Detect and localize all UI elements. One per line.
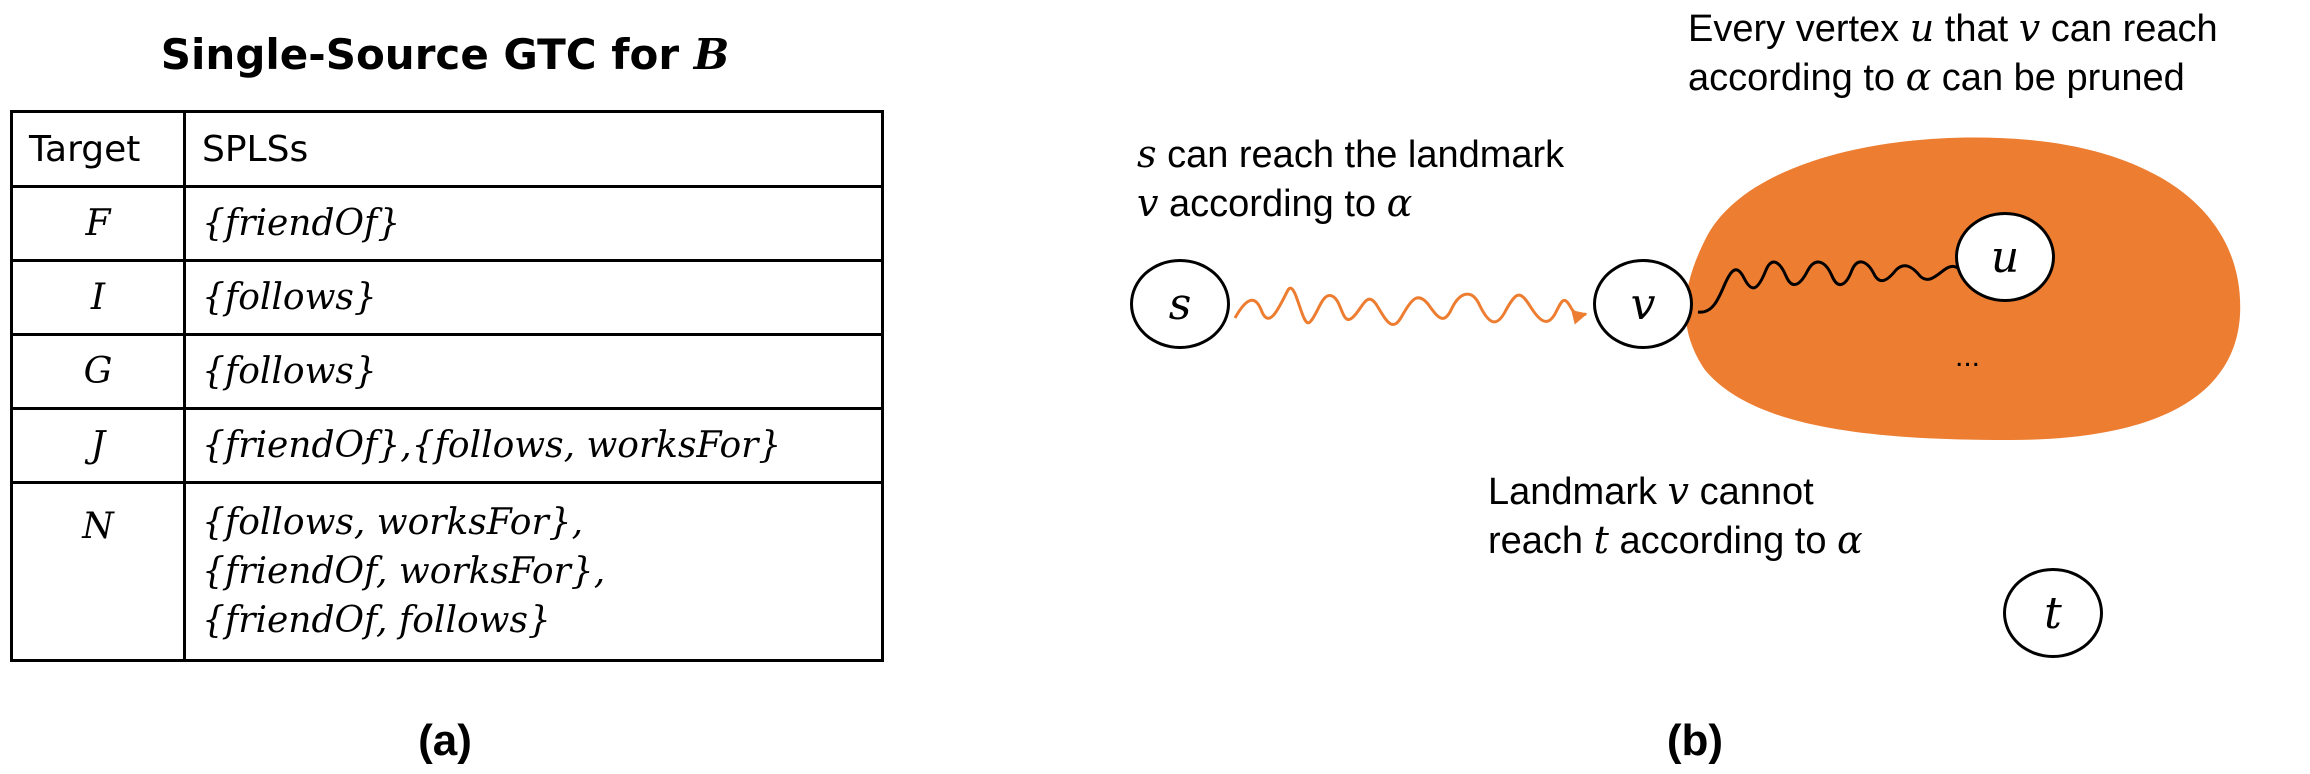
splss-cell: {follows, worksFor}, {friendOf, worksFor… [183, 481, 884, 662]
caption-a: (a) [418, 716, 472, 765]
label-text: Landmark [1488, 471, 1668, 513]
gtc-table: Target SPLSs F {friendOf} I {follows} G … [10, 110, 884, 662]
path-s-to-v [1233, 286, 1588, 326]
pruned-region [1685, 137, 2241, 440]
label-var: v [1667, 469, 1690, 513]
label-var: v [2018, 6, 2041, 50]
label-s-reach: s can reach the landmark v according to … [1137, 130, 1564, 228]
target-cell: J [10, 407, 186, 484]
label-cannot-reach: Landmark v cannot reach t according to α [1488, 467, 1863, 565]
target-cell: I [10, 259, 186, 336]
caption-b: (b) [1666, 716, 1724, 765]
table-row: I {follows} [10, 259, 884, 336]
label-var: α [1905, 55, 1932, 99]
table-title: Single-Source GTC for B [0, 30, 890, 79]
node-v: v [1593, 259, 1693, 349]
label-pruned: Every vertex u that v can reach accordin… [1688, 4, 2218, 102]
splss-line: {friendOf, worksFor}, [202, 551, 606, 592]
label-text: can reach [2040, 8, 2218, 50]
target-cell: N [10, 481, 186, 662]
table-title-text: Single-Source GTC for [160, 30, 694, 79]
label-text: can reach the landmark [1156, 134, 1565, 176]
header-splss: SPLSs [183, 110, 884, 188]
splss-line: {friendOf, follows} [202, 600, 551, 641]
node-u: u [1955, 212, 2055, 302]
table-row: N {follows, worksFor}, {friendOf, worksF… [10, 481, 884, 662]
table-header-row: Target SPLSs [10, 110, 884, 188]
label-text: cannot [1689, 471, 1814, 513]
label-var: α [1837, 518, 1863, 562]
splss-cell: {follows} [183, 259, 884, 336]
node-s: s [1130, 259, 1230, 349]
target-cell: F [10, 185, 186, 262]
label-var: u [1909, 6, 1935, 50]
header-target: Target [10, 110, 186, 188]
label-var: α [1386, 181, 1413, 225]
label-text: according to [1158, 183, 1387, 225]
table-row: F {friendOf} [10, 185, 884, 262]
splss-line: {follows, worksFor}, [202, 502, 584, 543]
table-row: J {friendOf},{follows, worksFor} [10, 407, 884, 484]
label-text: that [1934, 8, 2019, 50]
splss-cell: {friendOf} [183, 185, 884, 262]
label-text: reach [1488, 520, 1594, 562]
label-text: according to [1688, 57, 1906, 99]
label-text: according to [1608, 520, 1838, 562]
label-text: can be pruned [1931, 57, 2185, 99]
label-var: s [1137, 132, 1157, 176]
label-var: v [1137, 181, 1159, 225]
path-v-to-u [1697, 260, 1987, 314]
table-row: G {follows} [10, 333, 884, 410]
table-title-var: B [693, 30, 730, 79]
ellipsis: ... [1955, 340, 1981, 373]
label-var: t [1593, 518, 1609, 562]
target-cell: G [10, 333, 186, 410]
splss-cell: {follows} [183, 333, 884, 410]
label-text: Every vertex [1688, 8, 1910, 50]
node-t: t [2003, 568, 2103, 658]
splss-cell: {friendOf},{follows, worksFor} [183, 407, 884, 484]
